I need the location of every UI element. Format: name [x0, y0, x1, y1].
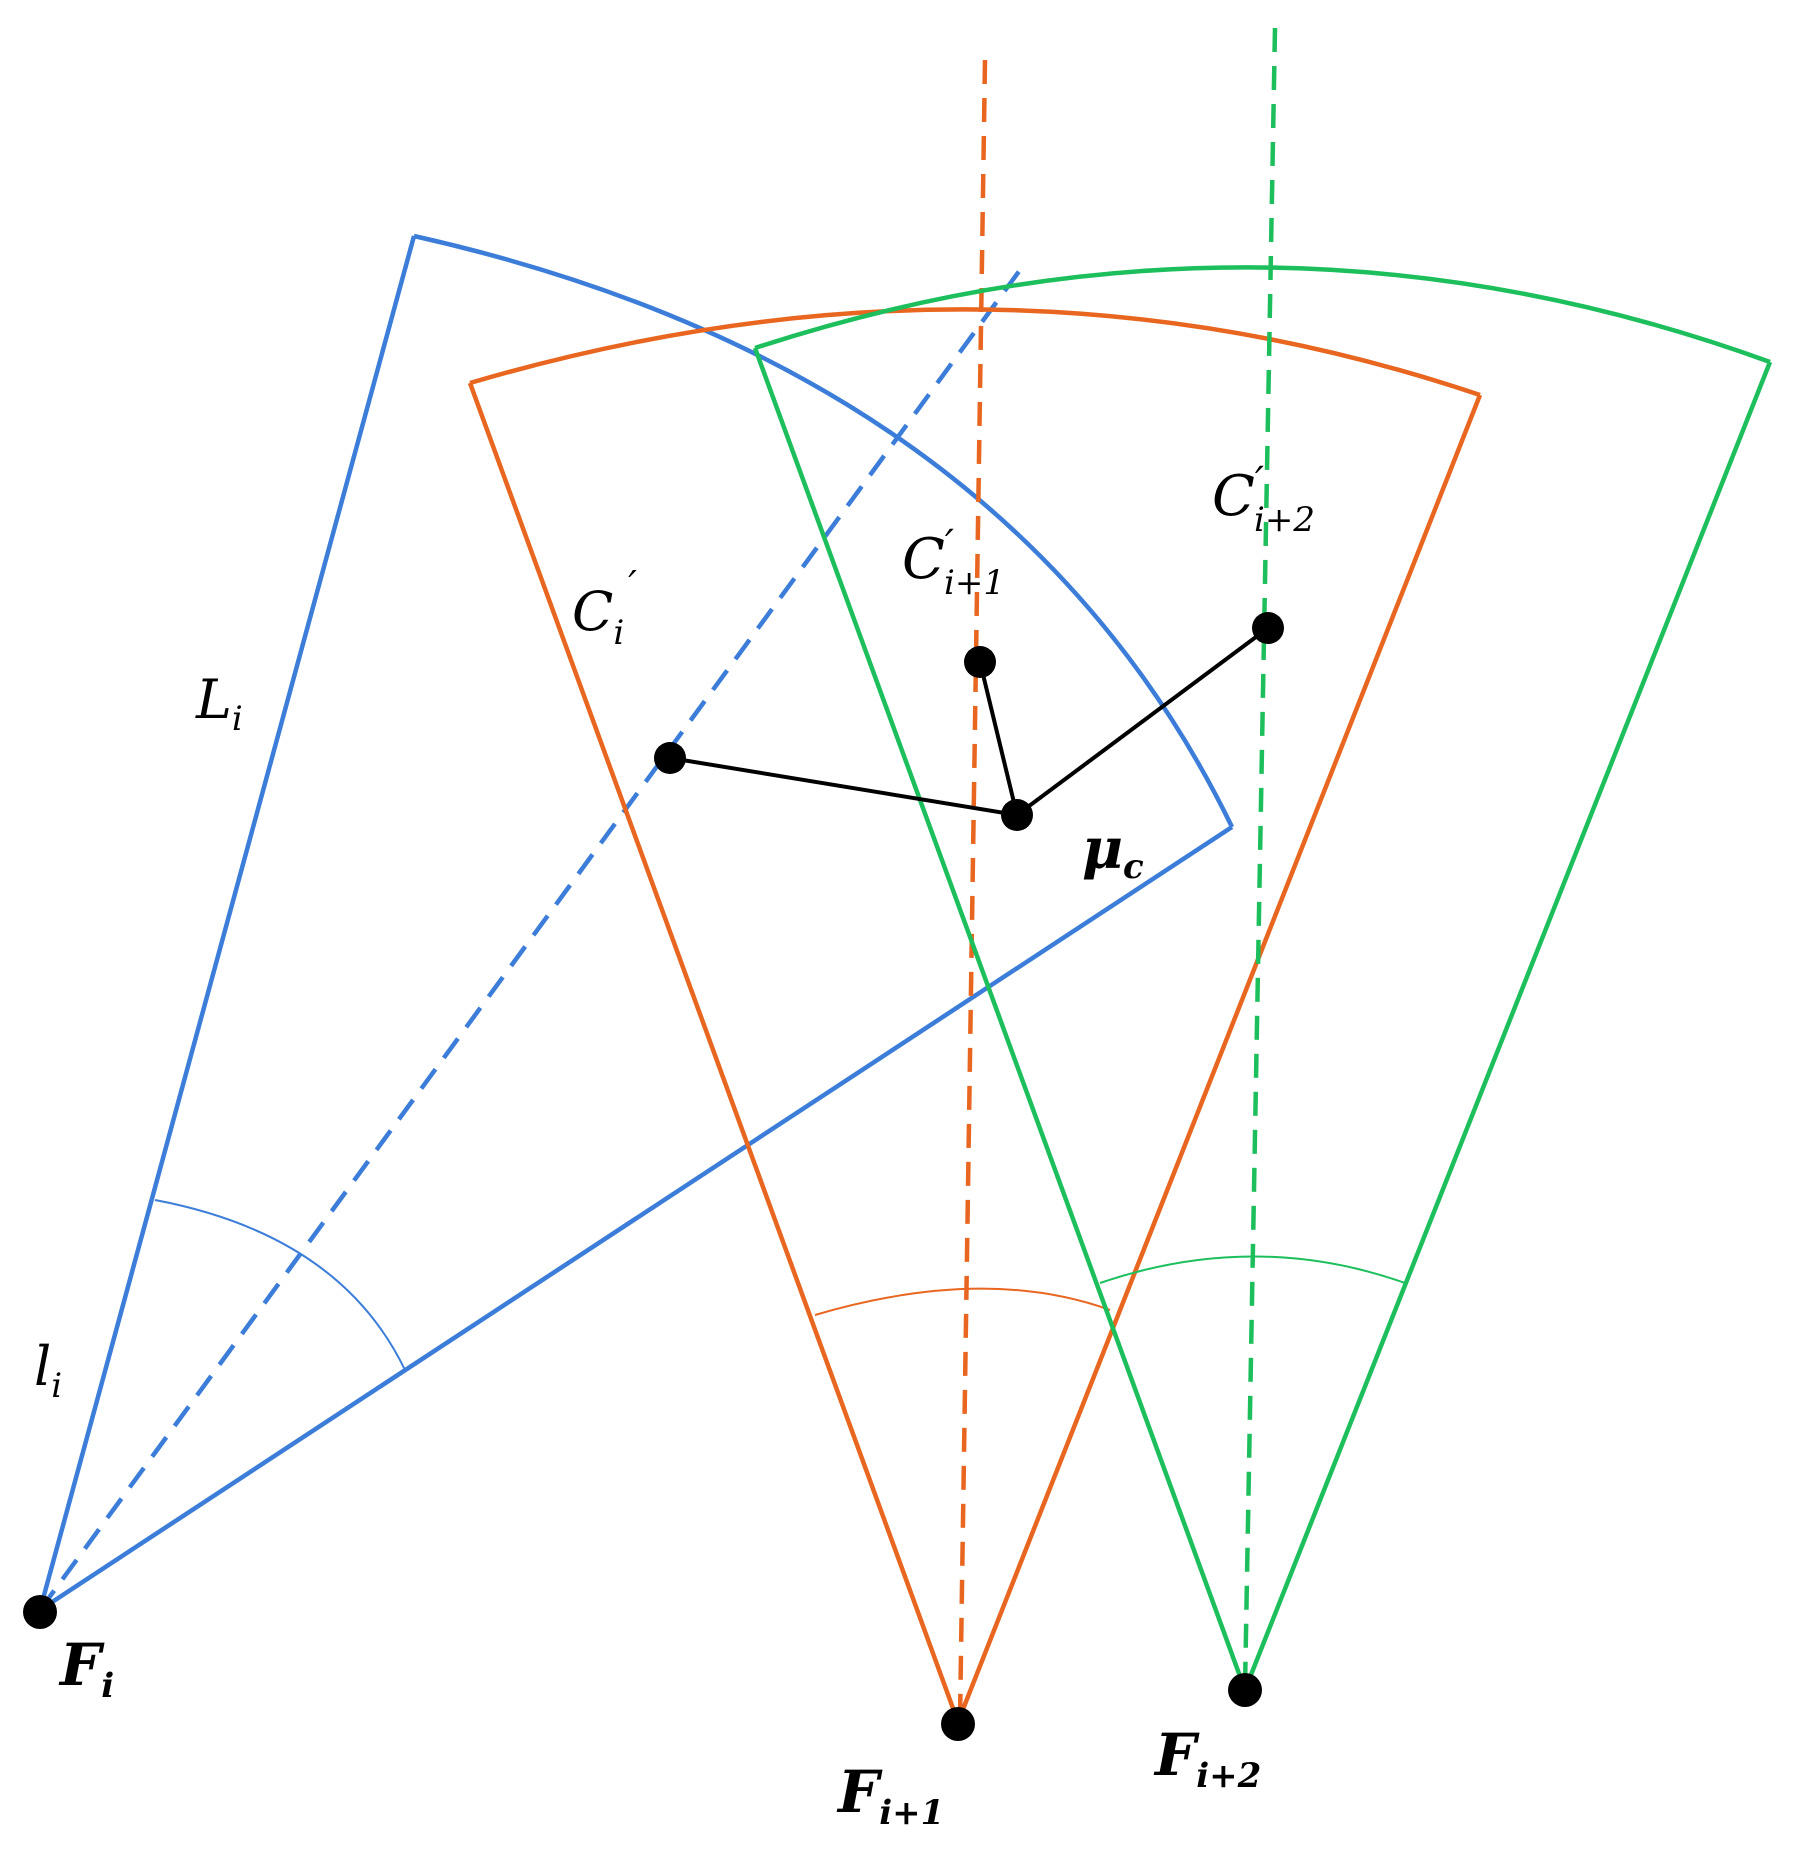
label-C-i2-prime: C′i+2 [1212, 459, 1315, 540]
point-ci2 [1252, 612, 1284, 644]
label-L-i: Li [195, 668, 243, 739]
sector-green-inner-arc [1099, 1255, 1406, 1284]
sector-blue-inner-arc [154, 1199, 406, 1371]
points [23, 612, 1284, 1741]
sector-orange-inner-arc [814, 1287, 1111, 1316]
sector-blue-right-edge [38, 825, 1234, 1612]
sector-blue-outer-arc [413, 233, 1235, 828]
link-ci1-to-mu [978, 661, 1019, 816]
centroid-links [669, 626, 1270, 817]
point-fi [23, 1595, 57, 1629]
label-F-i1: Fi+1 [836, 1758, 944, 1833]
point-mu-c [1001, 799, 1033, 831]
sector-orange-outer-arc [469, 307, 1481, 398]
label-C-i1-prime: C′i+1 [902, 522, 1005, 603]
sector-orange-right-edge [955, 394, 1483, 1723]
point-ci1 [964, 646, 996, 678]
point-fi2 [1228, 1673, 1262, 1707]
sector-green [752, 27, 1773, 1691]
sector-orange-center-axis [957, 59, 988, 1721]
label-F-i: Fi [58, 1631, 114, 1706]
link-ci2-to-mu [1015, 626, 1270, 817]
sector-blue-center-axis [38, 268, 1022, 1612]
point-ci [654, 742, 686, 774]
label-C-i-prime: Ci′ [572, 563, 637, 653]
label-F-i2: Fi+2 [1153, 1721, 1261, 1796]
sector-green-center-axis [1242, 27, 1278, 1689]
sector-blue-left-edge [37, 235, 417, 1611]
sector-green-right-edge [1242, 361, 1773, 1691]
sector-green-outer-arc [754, 265, 1771, 365]
point-fi1 [941, 1707, 975, 1741]
link-ci-to-mu [669, 756, 1018, 817]
sector-green-left-edge [752, 347, 1248, 1691]
sector-blue [37, 233, 1235, 1612]
sector-orange-left-edge [467, 382, 961, 1723]
label-l-i: li [34, 1335, 62, 1406]
label-mu-c: μc [1082, 816, 1144, 887]
sector-orange [467, 59, 1483, 1723]
